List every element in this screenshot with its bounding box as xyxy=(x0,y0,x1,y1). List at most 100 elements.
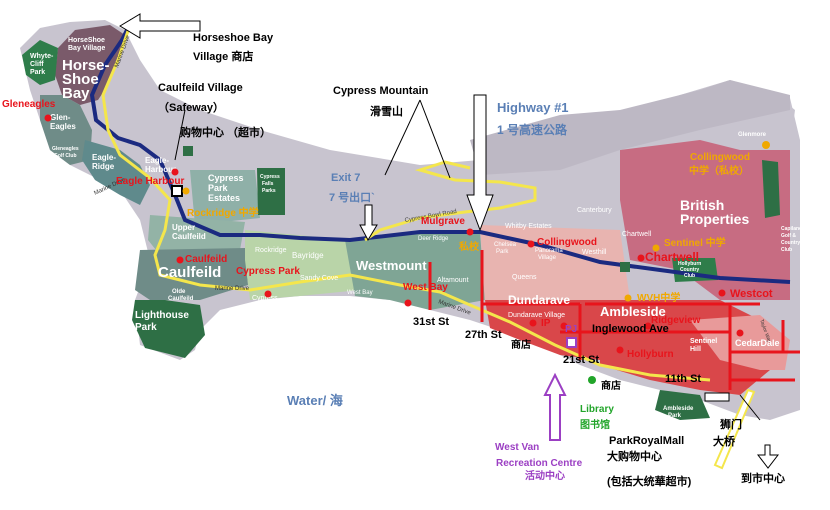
highway1-arrow xyxy=(466,94,494,232)
cedardale-text: CedarDale xyxy=(735,338,780,348)
collingwood-text: Collingwood xyxy=(537,237,597,248)
capilano-2: Golf & xyxy=(781,233,796,239)
upper-caulfeild-2: Caulfeild xyxy=(172,232,206,241)
caulfeild-school-text: Caulfeild xyxy=(185,254,227,265)
to-downtown-text: 到市中心 xyxy=(741,471,785,485)
queens-area xyxy=(480,225,630,310)
glen-eagles-2: Eagles xyxy=(50,122,76,131)
cypress-falls-3: Parks xyxy=(262,188,276,194)
panorama-1: Panorama xyxy=(535,248,563,254)
pointer-lines xyxy=(171,99,761,421)
eagle-ridge-area xyxy=(82,140,150,205)
rec-centre-arrow xyxy=(543,372,567,441)
rockridge-small: Rockridge xyxy=(255,247,287,254)
chartwell-school-text: Chartwell xyxy=(645,250,699,264)
shop-dundarave-text: 商店 xyxy=(511,338,531,351)
dot-pj xyxy=(560,322,568,330)
shop-ambleside-text: 商店 xyxy=(601,379,621,392)
westvan-rec-cn-text: 活动中心 xyxy=(525,469,565,482)
downtown-arrow xyxy=(756,444,780,469)
westmount-area xyxy=(345,230,485,310)
dot-west-bay xyxy=(404,299,412,307)
olde-caulfeild-2: Caulfeild xyxy=(168,296,194,302)
red-school-labels: Gleneagles Eagle Harbour Caulfeild Cypre… xyxy=(2,99,773,360)
dot-westcot xyxy=(718,289,726,297)
cypress-mountain-pointer xyxy=(384,99,451,179)
lions-gate-arrow xyxy=(713,388,756,470)
lighthouse-1: Lighthouse xyxy=(135,310,189,321)
altamount-small: Altamount xyxy=(437,277,469,284)
highway-1-road xyxy=(89,19,791,284)
cypress-park-text: Cypress Park xyxy=(236,266,300,277)
inglewood-text: Inglewood Ave xyxy=(592,323,669,335)
hollyburn-text: Hollyburn xyxy=(627,349,674,360)
whytecliff-2: Cliff xyxy=(30,61,44,68)
ambleside-park-2: Park xyxy=(668,413,682,419)
north-shore-mountains xyxy=(470,80,790,175)
whytecliff-1: Whyte- xyxy=(30,53,54,60)
library-box xyxy=(566,337,577,348)
ip-text: IP xyxy=(541,318,551,329)
dot-sentinel-hill xyxy=(736,329,744,337)
chelsea-park-2: Park xyxy=(496,249,509,255)
west-bay-small: West Bay xyxy=(347,290,373,296)
capilano-golf xyxy=(762,160,780,218)
cypress-park-estates-3: Estates xyxy=(208,193,240,203)
dot-cypress-park xyxy=(264,290,272,298)
park-royal-text: ParkRoyalMall xyxy=(609,435,684,447)
sandy-cove-small: Sandy Cove xyxy=(300,275,338,282)
glen-eagles-golf-1: Gleneagles xyxy=(52,146,79,152)
highway1-cn-text: 1 号高速公路 xyxy=(497,122,568,137)
panorama-2: Village xyxy=(538,255,557,261)
lions-gate-box xyxy=(704,392,730,402)
dot-collingwood xyxy=(527,240,535,248)
ambleside-park-1: Ambleside xyxy=(663,406,694,412)
dundarave-label: Dundarave xyxy=(508,293,570,307)
exit7-cn-text: 7 号出口` xyxy=(329,190,375,204)
canterbury-small: Canterbury xyxy=(577,207,612,214)
park-sign-icons xyxy=(183,146,630,272)
lighthouse-2: Park xyxy=(135,322,157,333)
bayridge-small: Bayridge xyxy=(292,251,324,260)
cypress-ski-text: 滑雪山 xyxy=(370,104,403,118)
dot-collingwood-top xyxy=(762,141,770,149)
queens-small: Queens xyxy=(512,274,537,281)
cypress-falls-park xyxy=(257,168,285,215)
west-bay-school-text: West Bay xyxy=(403,282,448,293)
highway1-text: Highway #1 xyxy=(497,100,569,115)
annotation-arrows xyxy=(119,13,780,470)
rockridge-area xyxy=(245,230,360,300)
st11-text: 11th St xyxy=(665,373,701,385)
horseshoe-bay-big-3: Bay xyxy=(62,85,90,102)
caulfeild-big: Caulfeild xyxy=(158,264,221,281)
collingwood-top-cn-text: 中学（私校） xyxy=(689,164,749,177)
dot-rockridge xyxy=(182,187,190,195)
british-properties-2: Properties xyxy=(680,211,749,227)
dot-gleneagles xyxy=(44,114,52,122)
mulgrave-text: Mulgrave xyxy=(421,216,465,227)
marine-drive-label-3: Marine Drive xyxy=(215,286,250,292)
capilano-4: Club xyxy=(781,247,792,253)
hb-village-2: Bay Village xyxy=(68,45,105,52)
dot-sentinel xyxy=(652,244,660,252)
horseshoe-bay-big-2: Shoe xyxy=(62,71,99,88)
st27-text: 27th St xyxy=(465,329,502,341)
eagle-harbour-text: Eagle Harbour xyxy=(116,176,184,187)
whytecliff-area xyxy=(22,40,58,85)
black-annotations: Horseshoe Bay Village 商店 Caulfeild Villa… xyxy=(158,32,785,488)
mulgrave-private-text: 私校 xyxy=(458,240,480,253)
dundarave-area xyxy=(485,300,620,360)
westcot-text: Westcot xyxy=(730,288,773,300)
upper-caulfeild-area xyxy=(148,215,245,255)
caulfeild-village-text: Caulfeild Village xyxy=(158,82,243,94)
dot-chartwell xyxy=(637,254,645,262)
lions-gate-1-text: 狮门 xyxy=(719,417,742,431)
caulfeild-village-pointer xyxy=(174,109,186,161)
wvh-text: WVH中学 xyxy=(637,291,680,304)
cypress-small: Cypress xyxy=(252,295,278,302)
roads xyxy=(89,19,800,390)
british-properties-1: British xyxy=(680,197,724,213)
westvan-rec-text-2: Recreation Centre xyxy=(496,458,583,469)
lions-gate-pointer xyxy=(739,394,761,421)
sentinel-hill-1: Sentinel xyxy=(690,338,717,345)
